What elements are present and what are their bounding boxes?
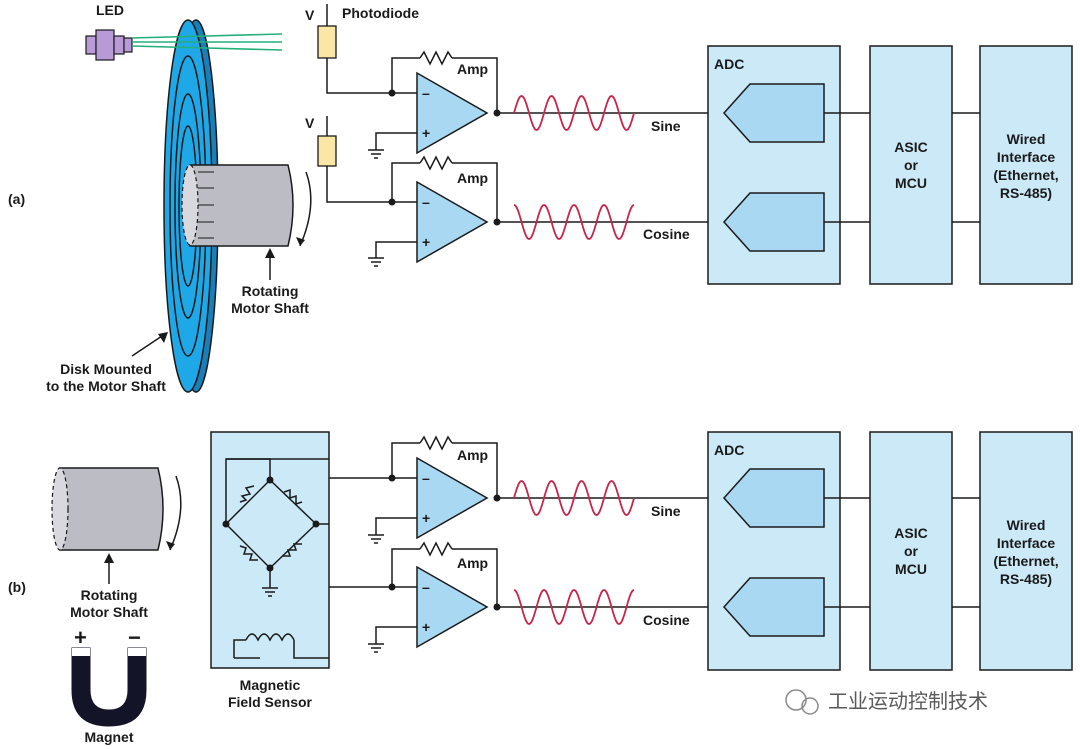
resistor-icon: [419, 435, 453, 451]
led-icon: [85, 29, 133, 61]
wired-interface-block-a: Wired Interface (Ethernet, RS-485): [979, 45, 1073, 285]
svg-text:or: or: [904, 543, 919, 559]
sensor-label-1: Magnetic: [240, 677, 301, 693]
svg-text:Amp: Amp: [457, 170, 488, 186]
shaft-label-b-1: Rotating: [81, 587, 138, 603]
svg-text:+: +: [422, 234, 430, 250]
svg-text:Wired: Wired: [1007, 517, 1046, 533]
cosine-label-b: Cosine: [643, 612, 690, 628]
wired-interface-block-b: Wired Interface (Ethernet, RS-485): [979, 431, 1073, 671]
resistor-icon: [419, 50, 453, 66]
supply-label-top: V: [305, 7, 315, 23]
svg-text:–: –: [422, 194, 430, 210]
rotation-arrow-icon: [169, 475, 182, 551]
svg-text:−: −: [128, 625, 141, 650]
resistor-icon: [419, 541, 453, 557]
svg-text:(Ethernet,: (Ethernet,: [993, 553, 1058, 569]
svg-text:ADC: ADC: [714, 442, 744, 458]
sensor-label-2: Field Sensor: [228, 694, 313, 710]
shaft-label-a-2: Motor Shaft: [231, 300, 309, 316]
cosine-wave-a: [513, 204, 635, 240]
sine-wave-b: [513, 480, 635, 516]
shaft-label-a-1: Rotating: [242, 283, 299, 299]
wheatstone-bridge-icon: [225, 458, 329, 597]
svg-text:+: +: [422, 510, 430, 526]
sine-wave-a: [513, 95, 635, 131]
svg-text:Amp: Amp: [457, 447, 488, 463]
sine-label-a: Sine: [651, 118, 681, 134]
arrow-icon: [265, 248, 275, 258]
supply-label-bottom: V: [305, 115, 315, 131]
svg-text:+: +: [422, 125, 430, 141]
resistor-icon: [419, 155, 453, 171]
asic-block-a: ASIC or MCU: [869, 45, 953, 285]
led-label: LED: [96, 2, 124, 18]
arrow-icon: [104, 553, 114, 563]
panel-b-tag: (b): [8, 579, 26, 595]
svg-text:(Ethernet,: (Ethernet,: [993, 167, 1058, 183]
light-beams: [131, 33, 283, 51]
disk-label-1: Disk Mounted: [60, 361, 152, 377]
svg-text:Amp: Amp: [457, 555, 488, 571]
svg-text:RS-485): RS-485): [1000, 185, 1052, 201]
svg-text:–: –: [422, 470, 430, 486]
svg-text:Interface: Interface: [997, 535, 1056, 551]
asic-block-b: ASIC or MCU: [869, 431, 953, 671]
motor-shaft-a: [181, 164, 312, 247]
svg-text:–: –: [422, 579, 430, 595]
photodiode-top: [317, 4, 392, 94]
magnetic-field-sensor: [210, 431, 330, 669]
svg-text:Interface: Interface: [997, 149, 1056, 165]
svg-text:ADC: ADC: [714, 56, 744, 72]
svg-text:Wired: Wired: [1007, 131, 1046, 147]
watermark: 工业运动控制技术: [785, 689, 988, 715]
panel-a: (a) LED: [8, 2, 1073, 394]
cosine-label-a: Cosine: [643, 226, 690, 242]
amplifier-bottom-a: Amp – +: [368, 155, 501, 267]
svg-text:工业运动控制技术: 工业运动控制技术: [828, 689, 988, 713]
svg-text:RS-485): RS-485): [1000, 571, 1052, 587]
sine-label-b: Sine: [651, 503, 681, 519]
svg-text:–: –: [422, 85, 430, 101]
amplifier-bottom-b: Amp – +: [368, 541, 501, 653]
svg-text:+: +: [422, 619, 430, 635]
motor-shaft-b: [51, 467, 182, 551]
cosine-wave-b: [513, 589, 635, 625]
svg-text:ASIC: ASIC: [894, 139, 927, 155]
rotation-arrow-icon: [299, 171, 312, 247]
svg-text:Amp: Amp: [457, 61, 488, 77]
arrow-icon: [158, 332, 168, 343]
panel-b: (b) Rotating Motor Shaft + − Magnet: [8, 431, 1073, 745]
svg-text:MCU: MCU: [895, 561, 927, 577]
svg-text:or: or: [904, 157, 919, 173]
svg-text:MCU: MCU: [895, 175, 927, 191]
svg-text:ASIC: ASIC: [894, 525, 927, 541]
disk-label-2: to the Motor Shaft: [46, 378, 166, 394]
photodiode-label: Photodiode: [342, 5, 419, 21]
svg-text:+: +: [74, 625, 87, 650]
shaft-label-b-2: Motor Shaft: [70, 604, 148, 620]
magnet-label: Magnet: [85, 729, 134, 745]
magnet-icon: + −: [71, 625, 147, 727]
amplifier-top-b: Amp – +: [368, 435, 501, 544]
adc-block-a: ADC: [707, 45, 841, 285]
coil-icon: [233, 633, 329, 659]
photodiode-bottom: [317, 116, 392, 203]
amplifier-top-a: Amp – +: [368, 50, 501, 159]
panel-a-tag: (a): [8, 191, 25, 207]
adc-block-b: ADC: [707, 431, 841, 671]
